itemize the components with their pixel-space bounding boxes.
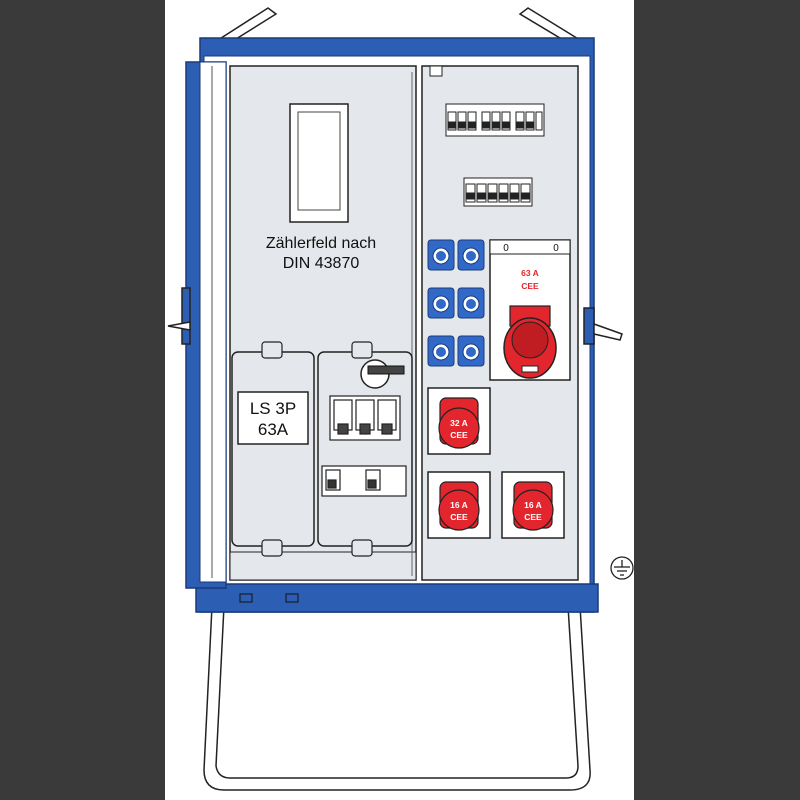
cee-16a-right-rating: 16 A: [524, 500, 542, 510]
breaker-cover: [231, 351, 315, 547]
circuit-breaker-row-top: [445, 103, 545, 137]
ground-icon: [610, 556, 634, 580]
cee-16a-right-type: CEE: [524, 512, 542, 522]
cee-63a-rating: 63 A: [521, 268, 539, 278]
main-switch-knob[interactable]: [360, 359, 405, 389]
meter-field-standard: DIN 43870: [283, 255, 360, 272]
terminal-label-left: 0: [503, 243, 509, 254]
cee-16a-left-rating: 16 A: [450, 500, 468, 510]
schuko-socket[interactable]: [427, 335, 455, 367]
schuko-socket[interactable]: [457, 335, 485, 367]
cee-16a-socket-left[interactable]: [438, 481, 480, 531]
cee-32a-type: CEE: [450, 430, 468, 440]
meter-field-label: Zählerfeld nach: [266, 235, 376, 252]
cee-63a-socket[interactable]: [503, 305, 557, 379]
cee-16a-socket-right[interactable]: [512, 481, 554, 531]
circuit-breaker-row-bottom: [463, 177, 533, 207]
schuko-socket[interactable]: [427, 287, 455, 319]
schuko-socket[interactable]: [457, 239, 485, 271]
cabinet-stand: [203, 605, 591, 791]
door-handle-left[interactable]: [167, 287, 191, 345]
schuko-socket[interactable]: [457, 287, 485, 319]
main-breaker-rating: 63A: [258, 420, 289, 439]
main-breaker-type: LS 3P: [250, 399, 296, 418]
door-handle-right[interactable]: [583, 307, 623, 345]
main-breaker-label-box: [237, 391, 309, 445]
terminal-label-right: 0: [553, 243, 559, 254]
schuko-socket[interactable]: [427, 239, 455, 271]
cee-63a-type: CEE: [521, 281, 539, 291]
cee-32a-rating: 32 A: [450, 418, 468, 428]
cee-32a-socket[interactable]: [438, 397, 480, 449]
cee-16a-left-type: CEE: [450, 512, 468, 522]
cabinet-base: [195, 583, 599, 613]
fuse-rail: [321, 465, 407, 497]
main-switch-poles: [329, 395, 401, 441]
